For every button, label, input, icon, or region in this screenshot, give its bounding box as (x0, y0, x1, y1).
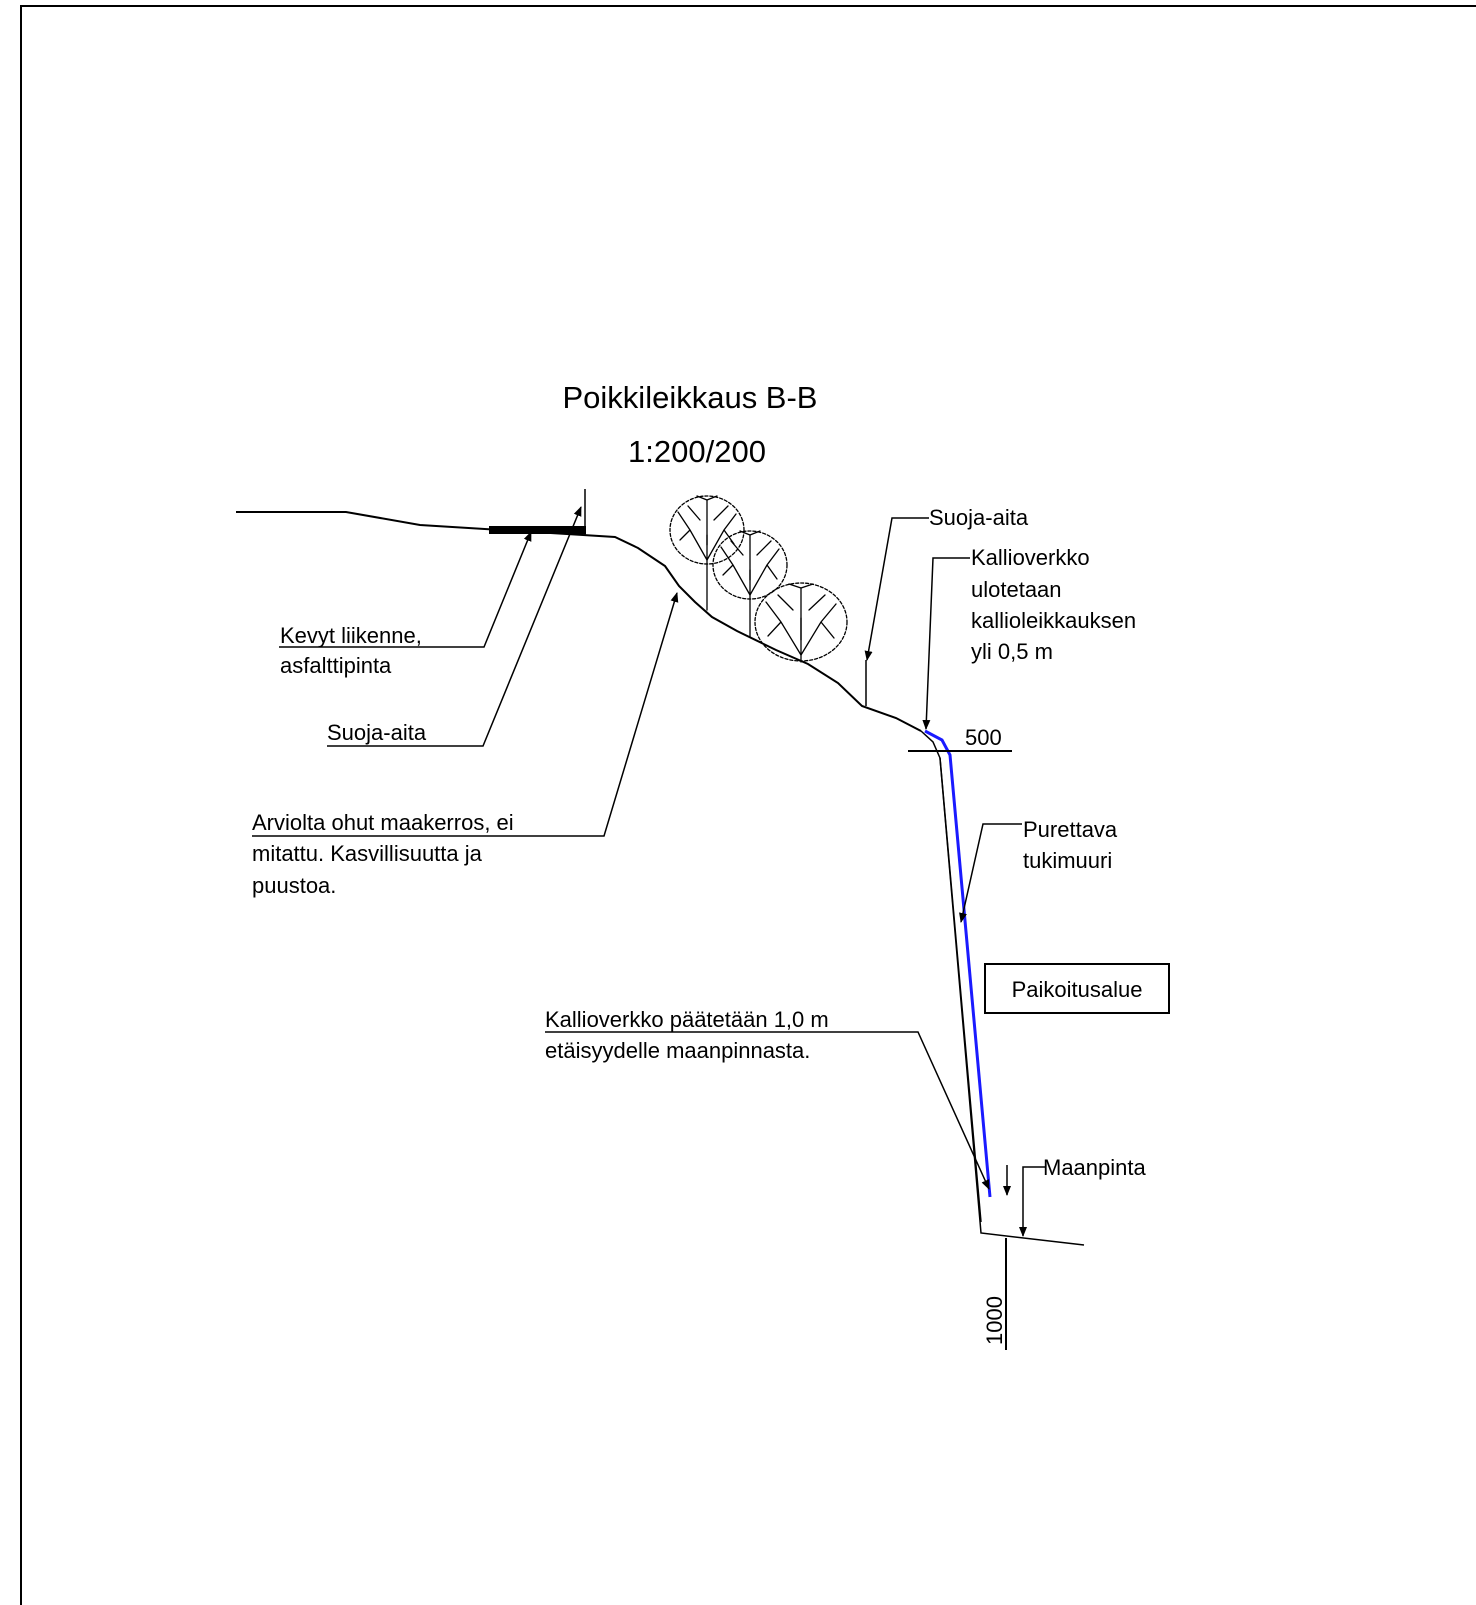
purettava-leader (959, 823, 1022, 923)
arviolta-label-line1: Arviolta ohut maakerros, ei (252, 810, 514, 835)
ground-surface-line (236, 511, 922, 732)
asphalt-layer (489, 526, 586, 534)
suoja-left-leader (327, 506, 582, 747)
suoja-left-label: Suoja-aita (327, 720, 427, 745)
arviolta-leader (252, 592, 679, 837)
kallioverkko-top-line2: ulotetaan (971, 577, 1062, 602)
kevyt-leader (279, 531, 532, 648)
kevyt-label-line2: asfalttipinta (280, 653, 392, 678)
suoja-right-leader (864, 517, 929, 661)
maanpinta-label: Maanpinta (1043, 1155, 1147, 1180)
maanpinta-leader (1019, 1166, 1045, 1237)
tree-2 (712, 530, 788, 638)
arviolta-label-line2: mitattu. Kasvillisuutta ja (252, 841, 483, 866)
rock-face-inner-line (939, 757, 982, 1223)
drawing-title: Poikkileikkaus B-B (563, 380, 818, 415)
kallioverkko-end-line1: Kallioverkko päätetään 1,0 m (545, 1007, 829, 1032)
paikoitusalue-label: Paikoitusalue (1012, 977, 1143, 1002)
dim-500-label: 500 (965, 725, 1002, 750)
kallioverkko-top-line4: yli 0,5 m (971, 639, 1053, 664)
kallioverkko-top-line1: Kallioverkko (971, 545, 1090, 570)
paikoitusalue-box (984, 963, 1170, 1014)
dim-1000-label: 1000 (982, 1296, 1007, 1345)
sheet-border (20, 5, 1476, 1605)
purettava-line1: Purettava (1023, 817, 1118, 842)
kallioverkko-end-line2: etäisyydelle maanpinnasta. (545, 1038, 810, 1063)
kallioverkko-end-leader (545, 1031, 990, 1190)
kallioverkko-top-leader (922, 557, 970, 730)
suoja-right-label: Suoja-aita (929, 505, 1029, 530)
kallioverkko-top-line3: kallioleikkauksen (971, 608, 1136, 633)
purettava-line2: tukimuuri (1023, 848, 1112, 873)
tree-3 (754, 582, 848, 663)
kevyt-label-line1: Kevyt liikenne, (280, 623, 422, 648)
tree-1 (669, 495, 745, 611)
arviolta-label-line3: puustoa. (252, 873, 336, 898)
rock-net-line (924, 729, 992, 1198)
drawing-scale: 1:200/200 (628, 434, 766, 469)
